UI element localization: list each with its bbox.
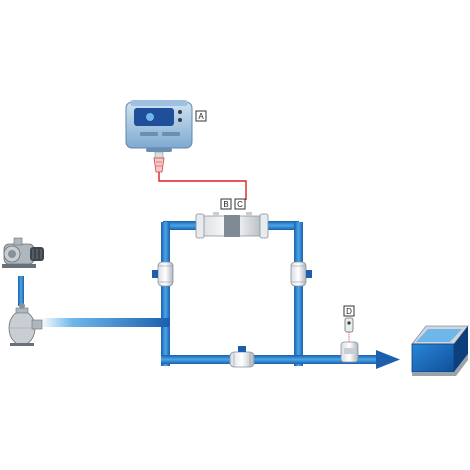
pipe-network [18,221,378,366]
label-b: B [220,198,232,210]
valve-bottom-icon [229,346,255,368]
label-c: C [234,198,246,210]
label-d-text: D [346,307,352,316]
cable-gland-icon [153,151,165,173]
probe-sensor-icon [340,317,359,363]
sand-filter-icon [8,303,43,346]
label-b-text: B [223,200,228,209]
valve-right-icon [290,261,312,287]
label-a-text: A [198,112,204,121]
label-d: D [343,305,355,317]
label-c-text: C [237,200,243,209]
pool-icon [411,325,469,376]
flow-arrow-icon [376,350,400,369]
control-unit-icon [125,100,193,152]
valve-left-icon [152,261,174,287]
pump-icon [2,237,44,268]
label-a: A [195,110,207,122]
electrolysis-cell-icon [195,212,269,239]
red-cable [158,172,247,200]
